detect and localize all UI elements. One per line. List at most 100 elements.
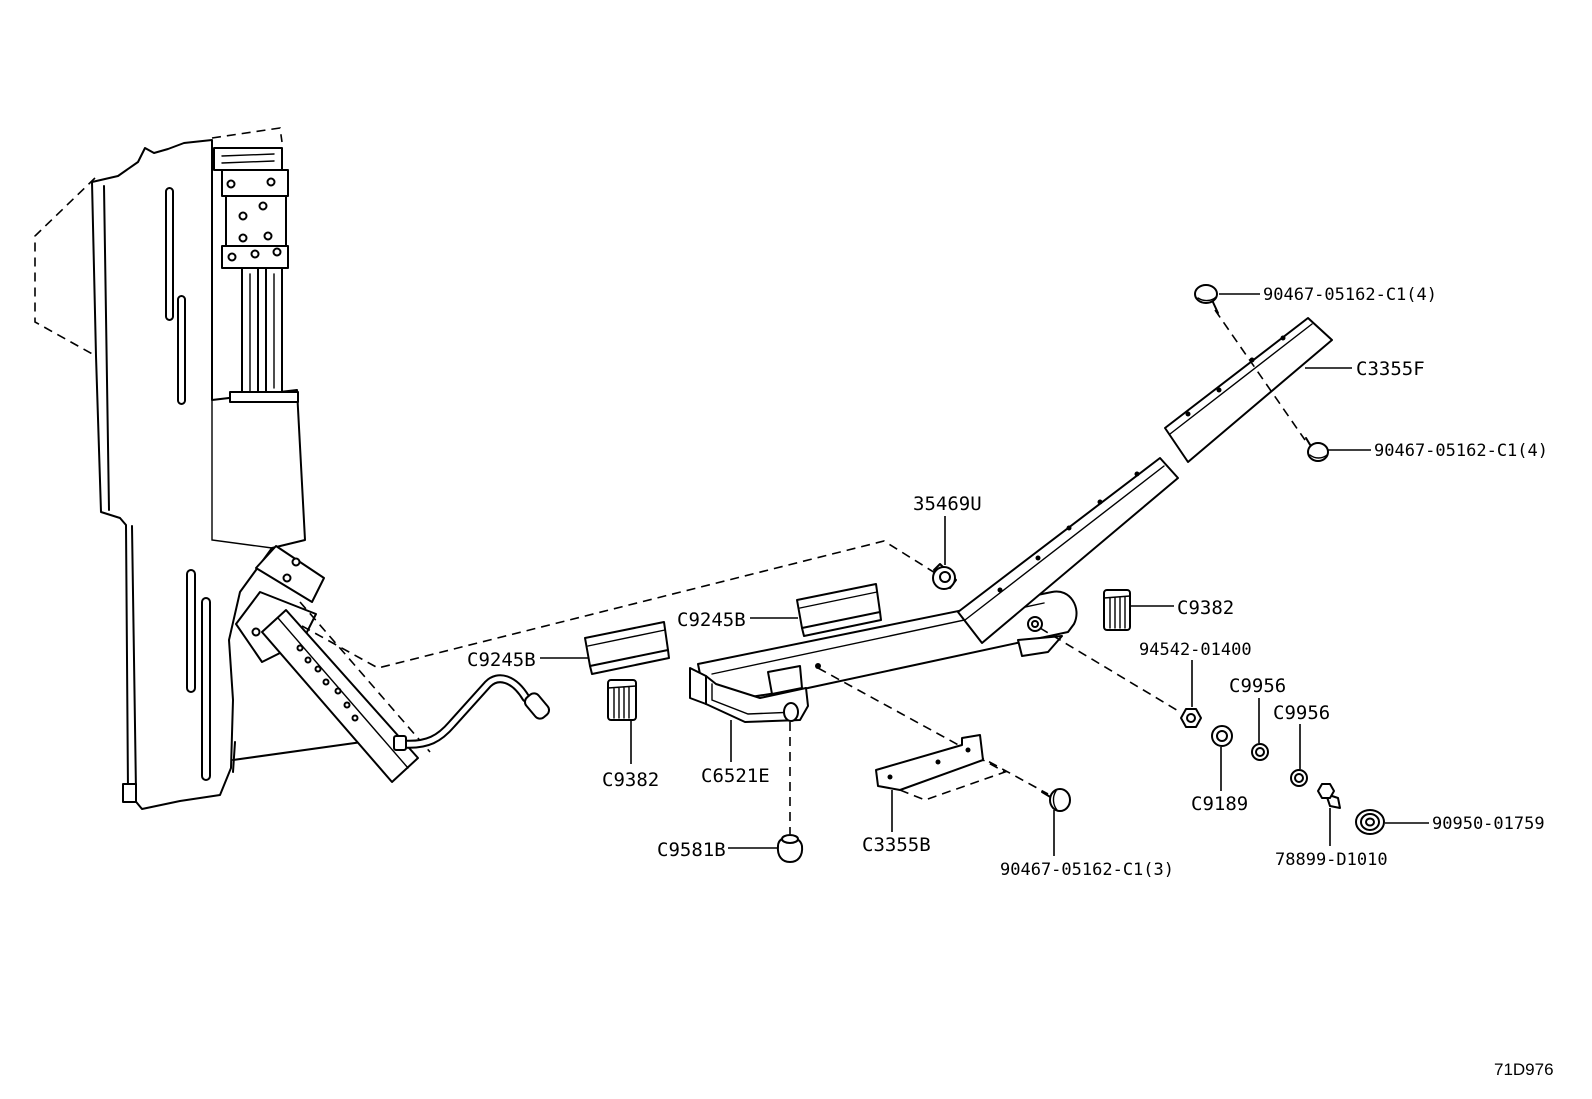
arm-u-bracket-inner	[711, 683, 797, 715]
nut-bore	[1186, 713, 1196, 723]
plate-hole	[887, 774, 893, 780]
bolt-hole	[282, 573, 292, 583]
panel-bottom-clip	[122, 783, 137, 803]
cover-hole	[1066, 525, 1072, 531]
cap-C9581B	[776, 834, 804, 863]
clip-head-rim	[1309, 454, 1328, 459]
cable-ferrule	[393, 735, 407, 751]
assembly-phantom-line	[301, 540, 941, 669]
cap-top	[781, 834, 799, 844]
callout-C3355B[interactable]: C3355B	[862, 834, 931, 856]
spacer-bore	[939, 571, 951, 583]
callout-C9245B-left[interactable]: C9245B	[467, 649, 536, 671]
panel-edge-line	[103, 185, 110, 511]
callout-C9956-second[interactable]: C9956	[1273, 702, 1330, 724]
channel-fold	[799, 591, 878, 609]
grommet-bore	[1365, 817, 1375, 827]
cushion-pad-left-C9382	[607, 679, 637, 721]
callout-94542-01400[interactable]: 94542-01400	[1139, 640, 1252, 660]
bolt-hole	[272, 247, 282, 257]
seat-frame-panel	[34, 127, 363, 810]
callout-90467-05162-C1-3[interactable]: 90467-05162-C1(3)	[1000, 860, 1174, 880]
hinge-plate	[255, 545, 325, 603]
lever-rod-phantom	[299, 601, 431, 753]
hinge-plate-rib	[221, 153, 275, 164]
arm-u-bracket	[705, 675, 809, 723]
bracket-channel-upper-C9245B	[796, 583, 882, 637]
cover-body	[1164, 317, 1333, 463]
cover-hole	[1280, 335, 1286, 341]
cover-edge	[964, 465, 1165, 621]
bolt-hole	[250, 249, 260, 259]
cover-hole	[997, 587, 1003, 593]
rod-hole	[296, 644, 304, 652]
callout-90467-05162-C1-4-top[interactable]: 90467-05162-C1(4)	[1263, 285, 1437, 305]
lever-rod-body	[261, 609, 419, 783]
callout-C3355F[interactable]: C3355F	[1356, 358, 1425, 380]
pad-ribs	[1103, 595, 1131, 629]
spacer-35469U	[932, 563, 957, 590]
panel-phantom-top	[211, 127, 283, 143]
rod-hole	[334, 687, 342, 695]
cover-hole	[1035, 555, 1041, 561]
channel-fold	[587, 629, 666, 647]
washer-C9956-second	[1290, 769, 1308, 787]
bracket-channel-left-C9245B	[584, 621, 670, 675]
pad-ribs	[607, 685, 637, 719]
callout-C6521E[interactable]: C6521E	[701, 765, 770, 787]
upper-hinge-bracket	[213, 147, 299, 403]
panel-phantom-outline	[34, 177, 97, 357]
lever-rod-inner	[277, 617, 409, 769]
washer-C9189	[1211, 725, 1233, 747]
panel-lower-frame	[232, 741, 236, 773]
callout-90467-05162-C1-4-middle[interactable]: 90467-05162-C1(4)	[1374, 441, 1548, 461]
grommet-90950-01759	[1355, 809, 1385, 835]
recliner-lever-rod	[261, 601, 431, 783]
callout-C9189[interactable]: C9189	[1191, 793, 1248, 815]
plate-body	[875, 734, 984, 791]
cover-body	[957, 457, 1179, 644]
diagram-reference-code: 71D976	[1494, 1060, 1554, 1079]
phantom-line-clips	[1214, 309, 1306, 441]
callout-C9382-right[interactable]: C9382	[1177, 597, 1234, 619]
callout-35469U[interactable]: 35469U	[913, 493, 982, 515]
callout-90950-01759[interactable]: 90950-01759	[1432, 814, 1545, 834]
callout-C9382-left[interactable]: C9382	[602, 769, 659, 791]
clip-pin	[1211, 299, 1219, 314]
panel-slot	[165, 187, 174, 321]
push-clip-bottom	[1041, 788, 1071, 812]
bolt-hole	[251, 627, 261, 637]
hinge-plate	[225, 195, 287, 247]
washer-inner	[1294, 773, 1304, 783]
clip-head-rim	[1197, 296, 1217, 302]
plate-hole	[935, 759, 941, 765]
cable-handle-end	[523, 692, 551, 720]
hinge-base	[229, 391, 299, 403]
bolt-hole	[291, 557, 301, 567]
washer-inner	[1255, 747, 1265, 757]
panel-edge-line	[211, 399, 273, 549]
push-clip-middle	[1305, 437, 1329, 462]
phantom-line-pivot	[1039, 627, 1181, 713]
bolt-hole	[266, 177, 276, 187]
mounting-plate-C3355B	[875, 734, 1007, 801]
callout-C9245B-upper[interactable]: C9245B	[677, 609, 746, 631]
callout-C9581B[interactable]: C9581B	[657, 839, 726, 861]
arm-pivot-hole-inner	[1031, 620, 1039, 628]
washer-inner	[1216, 730, 1228, 742]
panel-body	[91, 139, 306, 810]
rod-hole	[343, 701, 351, 709]
bolt-hole	[238, 233, 248, 243]
washer-C9956-first	[1251, 743, 1269, 761]
plate-phantom	[899, 759, 1007, 801]
callout-78899-D1010[interactable]: 78899-D1010	[1275, 850, 1388, 870]
arm-stop-block	[767, 665, 803, 695]
hinge-rail-inner	[249, 273, 275, 393]
cover-hole	[1134, 471, 1140, 477]
callout-labels: 90467-05162-C1(4) C3355F 90467-05162-C1(…	[467, 285, 1548, 880]
phantom-line-plate	[817, 667, 1049, 795]
panel-slot	[177, 295, 186, 405]
callout-C9956-first[interactable]: C9956	[1229, 675, 1286, 697]
arm-end-tab	[1017, 635, 1063, 657]
bolt-head	[1317, 783, 1335, 799]
